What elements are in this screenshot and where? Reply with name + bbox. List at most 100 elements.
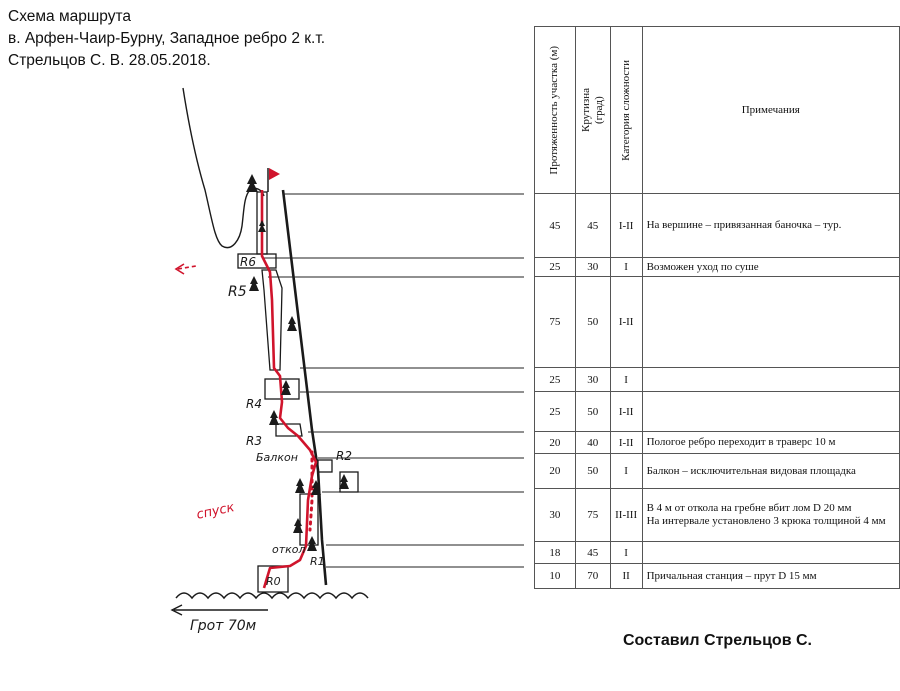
cell-category: I — [609, 453, 643, 489]
label-otkol: откол — [272, 543, 306, 556]
summit-flag-icon — [269, 168, 280, 180]
cell-note-line: В 4 м от откола на гребне вбит лом D 20 … — [646, 502, 852, 514]
title-block: Схема маршрута в. Арфен-Чаир-Бурну, Запа… — [8, 6, 325, 72]
table-row: 20 40 I-II Пологое ребро переходит в тра… — [534, 431, 900, 454]
cell-note — [641, 391, 900, 432]
label-r3: R3 — [246, 434, 262, 448]
r3-ledge — [275, 423, 303, 437]
cell-category: II — [609, 563, 643, 589]
header-steepness: Крутизна (град) — [574, 26, 611, 194]
label-r4: R4 — [246, 397, 262, 411]
route-table: Протяженность участка (м) Крутизна (град… — [534, 26, 900, 589]
label-spusk: спуск — [195, 500, 236, 523]
label-r0: R0 — [266, 575, 281, 588]
cliff-outline — [182, 87, 265, 249]
descent-dotted-path — [308, 450, 314, 532]
label-r5: R5 — [228, 284, 247, 300]
cell-steepness: 50 — [574, 391, 611, 432]
cell-length: 25 — [534, 367, 576, 392]
table-row: 10 70 II Причальная станция – прут D 15 … — [534, 563, 900, 589]
cell-note — [641, 276, 900, 368]
label-balkon: Балкон — [256, 451, 298, 464]
cell-length: 75 — [534, 276, 576, 368]
cell-category: I-II — [609, 276, 643, 368]
table-row: 25 30 I — [534, 367, 900, 392]
cell-note: Пологое ребро переходит в траверс 10 м — [641, 431, 900, 454]
table-row: 18 45 I — [534, 541, 900, 564]
cell-steepness: 50 — [574, 453, 611, 489]
table-row: 30 75 II-III В 4 м от откола на гребне в… — [534, 488, 900, 542]
pine-icon — [339, 474, 349, 489]
cell-category: I-II — [609, 391, 643, 432]
r5-gully — [261, 269, 283, 371]
pine-icon — [249, 276, 259, 291]
r6-box — [237, 253, 277, 269]
exit-arrow — [174, 263, 197, 275]
table-row: 25 30 I Возможен уход по суше — [534, 257, 900, 277]
pine-icon — [307, 536, 317, 551]
cell-steepness: 50 — [574, 276, 611, 368]
table-row: 25 50 I-II — [534, 391, 900, 432]
cell-note — [641, 541, 900, 564]
r0-box — [257, 565, 289, 593]
cell-note: Балкон – исключительная видовая площадка — [641, 453, 900, 489]
title-line-2: в. Арфен-Чаир-Бурну, Западное ребро 2 к.… — [8, 30, 326, 47]
cell-length: 25 — [534, 391, 576, 432]
cell-steepness: 75 — [574, 488, 611, 542]
route-diagram: R6 R5 R4 R3 Балкон R2 откол R1 R0 Грот 7… — [170, 87, 524, 634]
waterline — [175, 592, 369, 600]
cell-steepness: 70 — [574, 563, 611, 589]
pine-icon — [311, 480, 321, 495]
pine-icon — [293, 518, 303, 533]
table-header-row: Протяженность участка (м) Крутизна (град… — [534, 26, 900, 194]
cell-note: Возможен уход по суше — [641, 257, 900, 277]
cell-category: II-III — [609, 488, 643, 542]
table-row: 45 45 I-II На вершине – привязанная бано… — [534, 193, 900, 258]
pine-icon — [269, 410, 279, 425]
table-row: 20 50 I Балкон – исключительная видовая … — [534, 453, 900, 489]
cell-length: 10 — [534, 563, 576, 589]
header-length: Протяженность участка (м) — [534, 26, 576, 194]
pine-icon — [295, 478, 305, 493]
pine-icon — [258, 220, 266, 232]
label-grot: Грот 70м — [190, 618, 257, 634]
cell-note: Причальная станция – прут D 15 мм — [641, 563, 900, 589]
cell-note — [641, 367, 900, 392]
cell-category: I — [609, 541, 643, 564]
cell-note: В 4 м от откола на гребне вбит лом D 20 … — [641, 488, 900, 542]
cell-length: 18 — [534, 541, 576, 564]
cell-length: 25 — [534, 257, 576, 277]
route-path — [260, 190, 318, 589]
label-r6: R6 — [240, 255, 256, 269]
table-row: 75 50 I-II — [534, 276, 900, 368]
pine-icon — [246, 174, 258, 192]
cell-length: 20 — [534, 431, 576, 454]
cell-steepness: 40 — [574, 431, 611, 454]
pine-icon — [281, 380, 291, 395]
label-r1: R1 — [310, 555, 325, 568]
balkon-box — [317, 459, 333, 473]
cell-category: I — [609, 367, 643, 392]
cell-category: I-II — [609, 193, 643, 258]
leader-lines — [262, 193, 524, 568]
cell-steepness: 45 — [574, 193, 611, 258]
cell-category: I-II — [609, 431, 643, 454]
cell-steepness: 30 — [574, 257, 611, 277]
pine-icons — [246, 174, 349, 551]
title-line-1: Схема маршрута — [8, 8, 132, 25]
cell-length: 45 — [534, 193, 576, 258]
cell-steepness: 30 — [574, 367, 611, 392]
grot-arrow-head — [170, 604, 183, 616]
cell-length: 30 — [534, 488, 576, 542]
label-r2: R2 — [336, 449, 352, 463]
author-signature: Составил Стрельцов С. — [623, 632, 812, 649]
header-notes: Примечания — [641, 26, 900, 194]
cell-length: 20 — [534, 453, 576, 489]
header-category: Категория сложности — [609, 26, 643, 194]
title-line-3: Стрельцов С. В. 28.05.2018. — [8, 52, 211, 69]
cell-steepness: 45 — [574, 541, 611, 564]
cell-category: I — [609, 257, 643, 277]
cell-note-line: На интервале установлено 3 крюка толщино… — [646, 515, 886, 527]
pine-icon — [287, 316, 297, 331]
cell-note: На вершине – привязанная баночка – тур. — [641, 193, 900, 258]
